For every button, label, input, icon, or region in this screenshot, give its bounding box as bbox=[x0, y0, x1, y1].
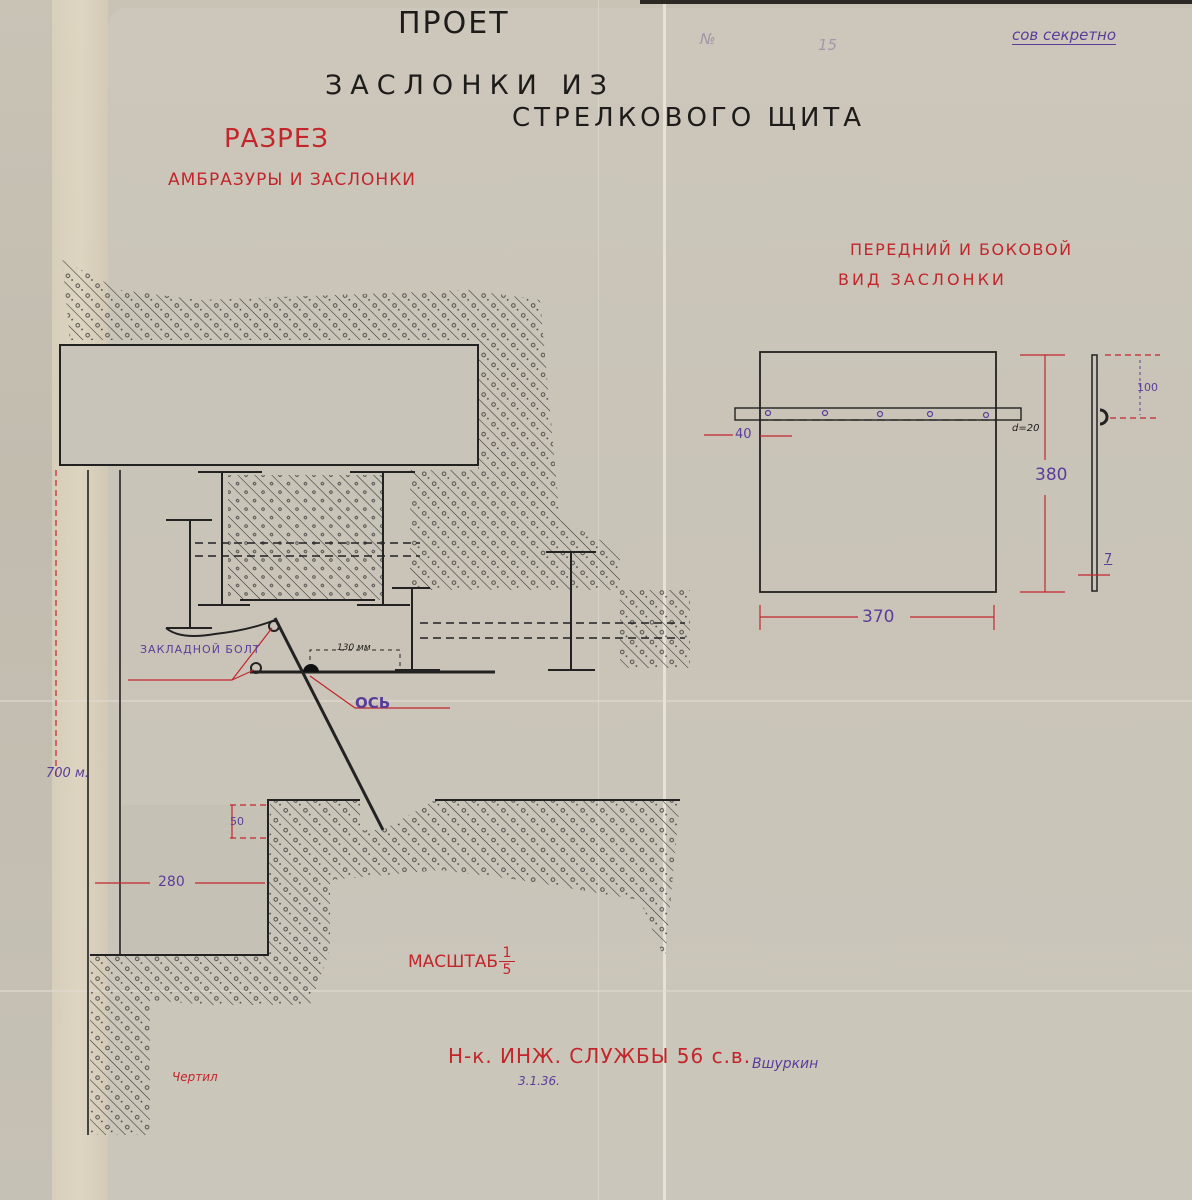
shutter-front-plate bbox=[759, 351, 997, 593]
front-dimensions bbox=[704, 354, 1065, 630]
concrete-between-beams bbox=[228, 475, 383, 600]
shutter-mechanism bbox=[165, 617, 495, 831]
title-line-2: ЗАСЛОНКИ ИЗ bbox=[325, 70, 615, 101]
signature-date: 3.1.36. bbox=[518, 1074, 560, 1088]
fold-line-horizontal-2 bbox=[0, 990, 1192, 992]
lower-dimensions bbox=[95, 804, 268, 884]
views-heading-line-1: ПЕРЕДНИЙ И БОКОВОЙ bbox=[850, 240, 1073, 259]
dim-hinge-offset: 100 bbox=[1137, 381, 1158, 394]
leader-lines bbox=[55, 470, 450, 780]
dim-rod-diameter: d=20 bbox=[1012, 423, 1040, 434]
label-embedded-bolt: ЗАКЛАДНОЙ БОЛТ bbox=[140, 643, 261, 656]
scale-denominator: 5 bbox=[502, 962, 512, 978]
rivet-holes bbox=[764, 409, 990, 419]
scale-numerator: 1 bbox=[502, 945, 512, 961]
concrete-lower bbox=[90, 800, 680, 1135]
dim-height: 380 bbox=[1035, 465, 1068, 485]
shutter-side-plate bbox=[1091, 354, 1098, 592]
title-line-1: ПРОЕТ bbox=[398, 6, 510, 41]
dim-width-front: 370 bbox=[862, 607, 895, 627]
dim-offset: 40 bbox=[735, 427, 752, 442]
label-gap: 130 мм bbox=[337, 643, 371, 653]
title-line-3: СТРЕЛКОВОГО ЩИТА bbox=[512, 103, 866, 133]
signature-position: Н-к. ИНЖ. СЛУЖБЫ 56 с.в. bbox=[448, 1044, 752, 1068]
drafted-by-label: Чертил bbox=[172, 1070, 218, 1084]
concrete-upper bbox=[62, 260, 690, 668]
dashed-rods bbox=[195, 542, 685, 639]
label-axis: ОСЬ bbox=[355, 694, 391, 712]
dim-height-left: 700 м. bbox=[46, 766, 89, 781]
views-heading-line-2: ВИД ЗАСЛОНКИ bbox=[838, 270, 1007, 289]
classification-stamp: сов секретно bbox=[1012, 26, 1117, 45]
section-heading: РАЗРЕЗ bbox=[224, 124, 329, 154]
scale-label: МАСШТАБ bbox=[408, 952, 499, 972]
dim-step: 50 bbox=[230, 815, 244, 828]
fold-line-horizontal bbox=[0, 700, 1192, 702]
lower-opening bbox=[122, 805, 268, 953]
scale-fraction: 1 5 bbox=[499, 946, 515, 977]
signature-name: Вшуркин bbox=[752, 1056, 819, 1072]
scan-edge bbox=[640, 0, 1192, 4]
pencil-mark-page: 15 bbox=[818, 36, 838, 54]
embrasure-opening bbox=[59, 344, 479, 466]
pencil-mark-number: № bbox=[700, 30, 716, 48]
section-subheading: АМБРАЗУРЫ И ЗАСЛОНКИ bbox=[168, 170, 417, 190]
i-beams bbox=[166, 471, 596, 671]
fold-line-vertical-2 bbox=[598, 0, 599, 1200]
wall-lines bbox=[87, 470, 121, 1135]
side-hinge bbox=[1099, 408, 1109, 426]
side-dimensions bbox=[1078, 354, 1160, 576]
axis-pin bbox=[303, 664, 319, 672]
dim-width: 280 bbox=[158, 874, 185, 890]
dim-thickness: 7 bbox=[1104, 552, 1113, 567]
